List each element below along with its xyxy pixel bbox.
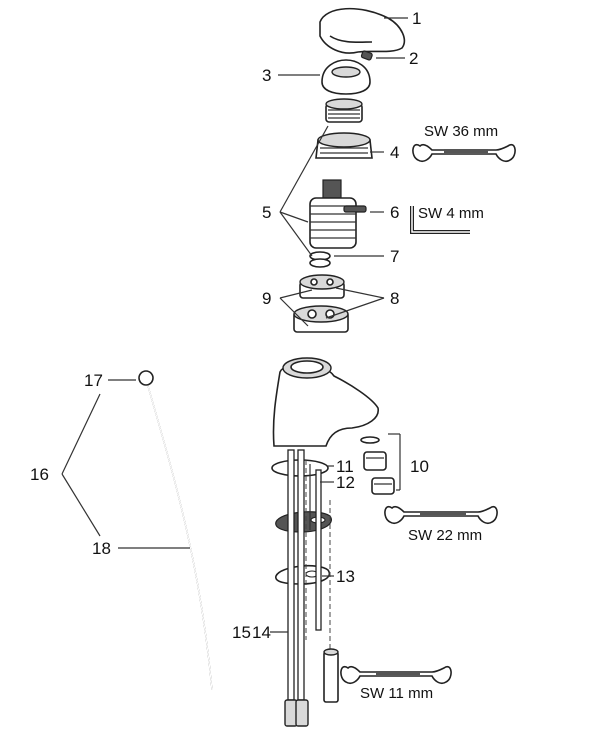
supply-hoses [284,449,322,727]
callout-5: 5 [262,203,271,222]
callout-13: 13 [336,567,355,586]
tool-label-sw4: SW 4 mm [418,205,484,222]
callout-9: 9 [262,289,271,308]
callout-2: 2 [409,49,418,68]
callout-12: 12 [336,473,355,492]
faucet-body [272,357,379,447]
tool-label-sw36: SW 36 mm [424,123,498,140]
hose-adapter [323,500,339,703]
fixing-screw [343,205,367,213]
callout-10: 10 [410,457,429,476]
o-rings [309,251,331,268]
pop-up-rod [138,370,213,691]
callout-18: 18 [92,539,111,558]
threaded-rod [305,460,311,640]
callout-14: 14 [252,623,271,642]
tool-label-sw11: SW 11 mm [360,685,433,702]
open-end-wrench-icon [340,665,452,685]
tool-label-sw22: SW 22 mm [408,527,482,544]
leader-lines [61,17,408,633]
union-nut [315,132,373,159]
threaded-ring [325,98,363,123]
hex-key-icon [410,206,470,234]
cartridge [309,179,357,249]
callout-4: 4 [390,143,399,162]
callout-17: 17 [84,371,103,390]
callout-6: 6 [390,203,399,222]
aerator [360,436,395,495]
callout-labels: 1 2 3 4 5 6 7 8 9 10 11 12 13 14 15 16 1… [30,9,429,642]
seal-disc-lower [293,305,349,333]
callout-7: 7 [390,247,399,266]
lever-handle [319,7,406,54]
callout-3: 3 [262,66,271,85]
callout-8: 8 [390,289,399,308]
cover-cap [321,59,371,95]
open-end-wrench-icon [412,143,516,163]
grub-screw [360,50,373,61]
callout-11: 11 [336,457,354,476]
callout-16: 16 [30,465,49,484]
callout-1: 1 [412,9,421,28]
open-end-wrench-icon [384,505,498,525]
callout-15: 15 [232,623,251,642]
seal-disc-upper [299,274,345,299]
